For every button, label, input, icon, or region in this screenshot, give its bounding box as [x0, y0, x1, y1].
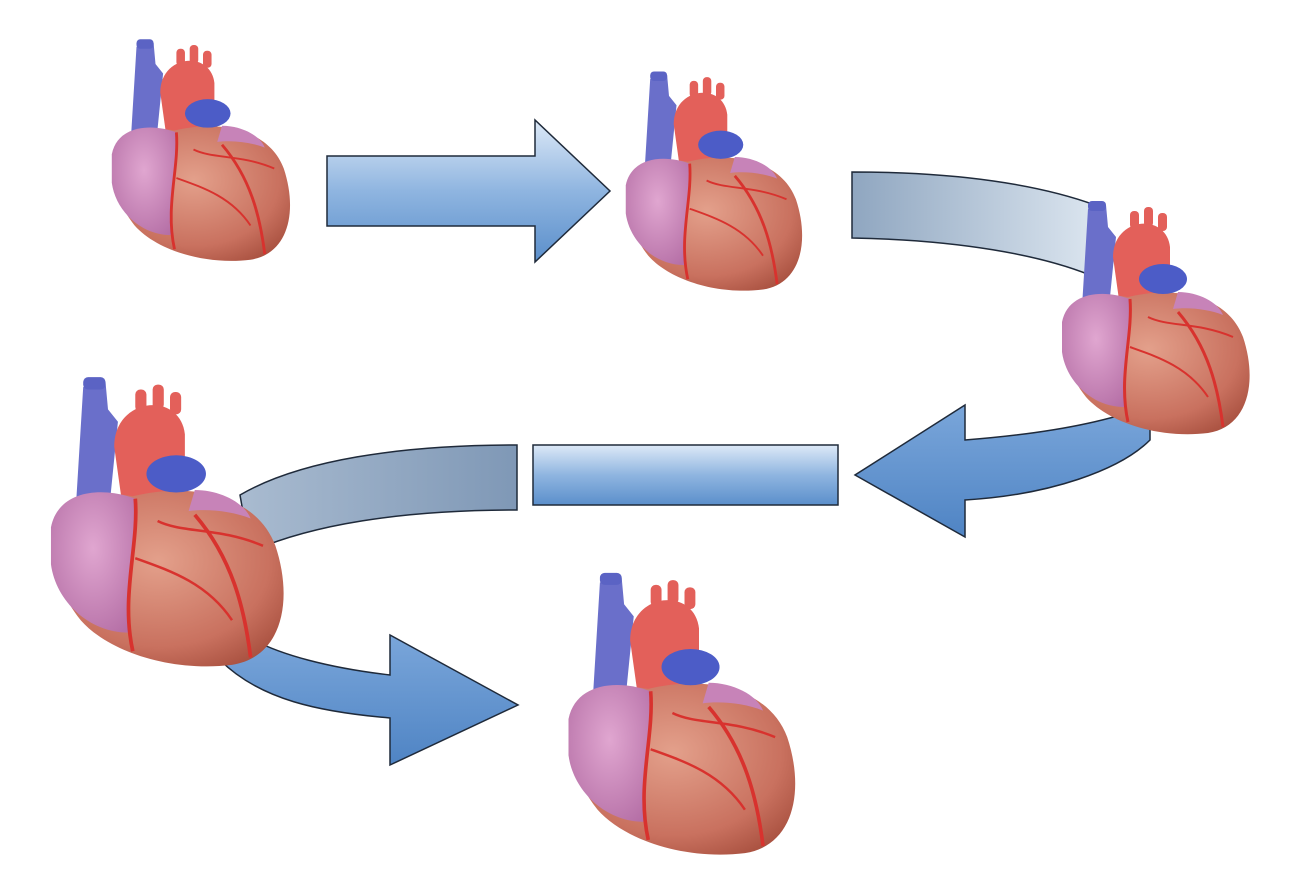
heart-icon-2	[624, 70, 804, 293]
curved-arrow-right-6	[218, 633, 520, 767]
heart-icon-3	[1060, 199, 1252, 436]
curved-band-5	[239, 444, 518, 554]
heart-icon-4	[49, 375, 286, 669]
rectangle-band-4	[532, 444, 839, 506]
arrow-right-1	[326, 118, 612, 264]
heart-icon-1	[110, 37, 292, 263]
curved-band-2	[851, 171, 1096, 277]
curved-arrow-left-3	[853, 403, 1151, 539]
heart-icon-5	[569, 573, 796, 855]
